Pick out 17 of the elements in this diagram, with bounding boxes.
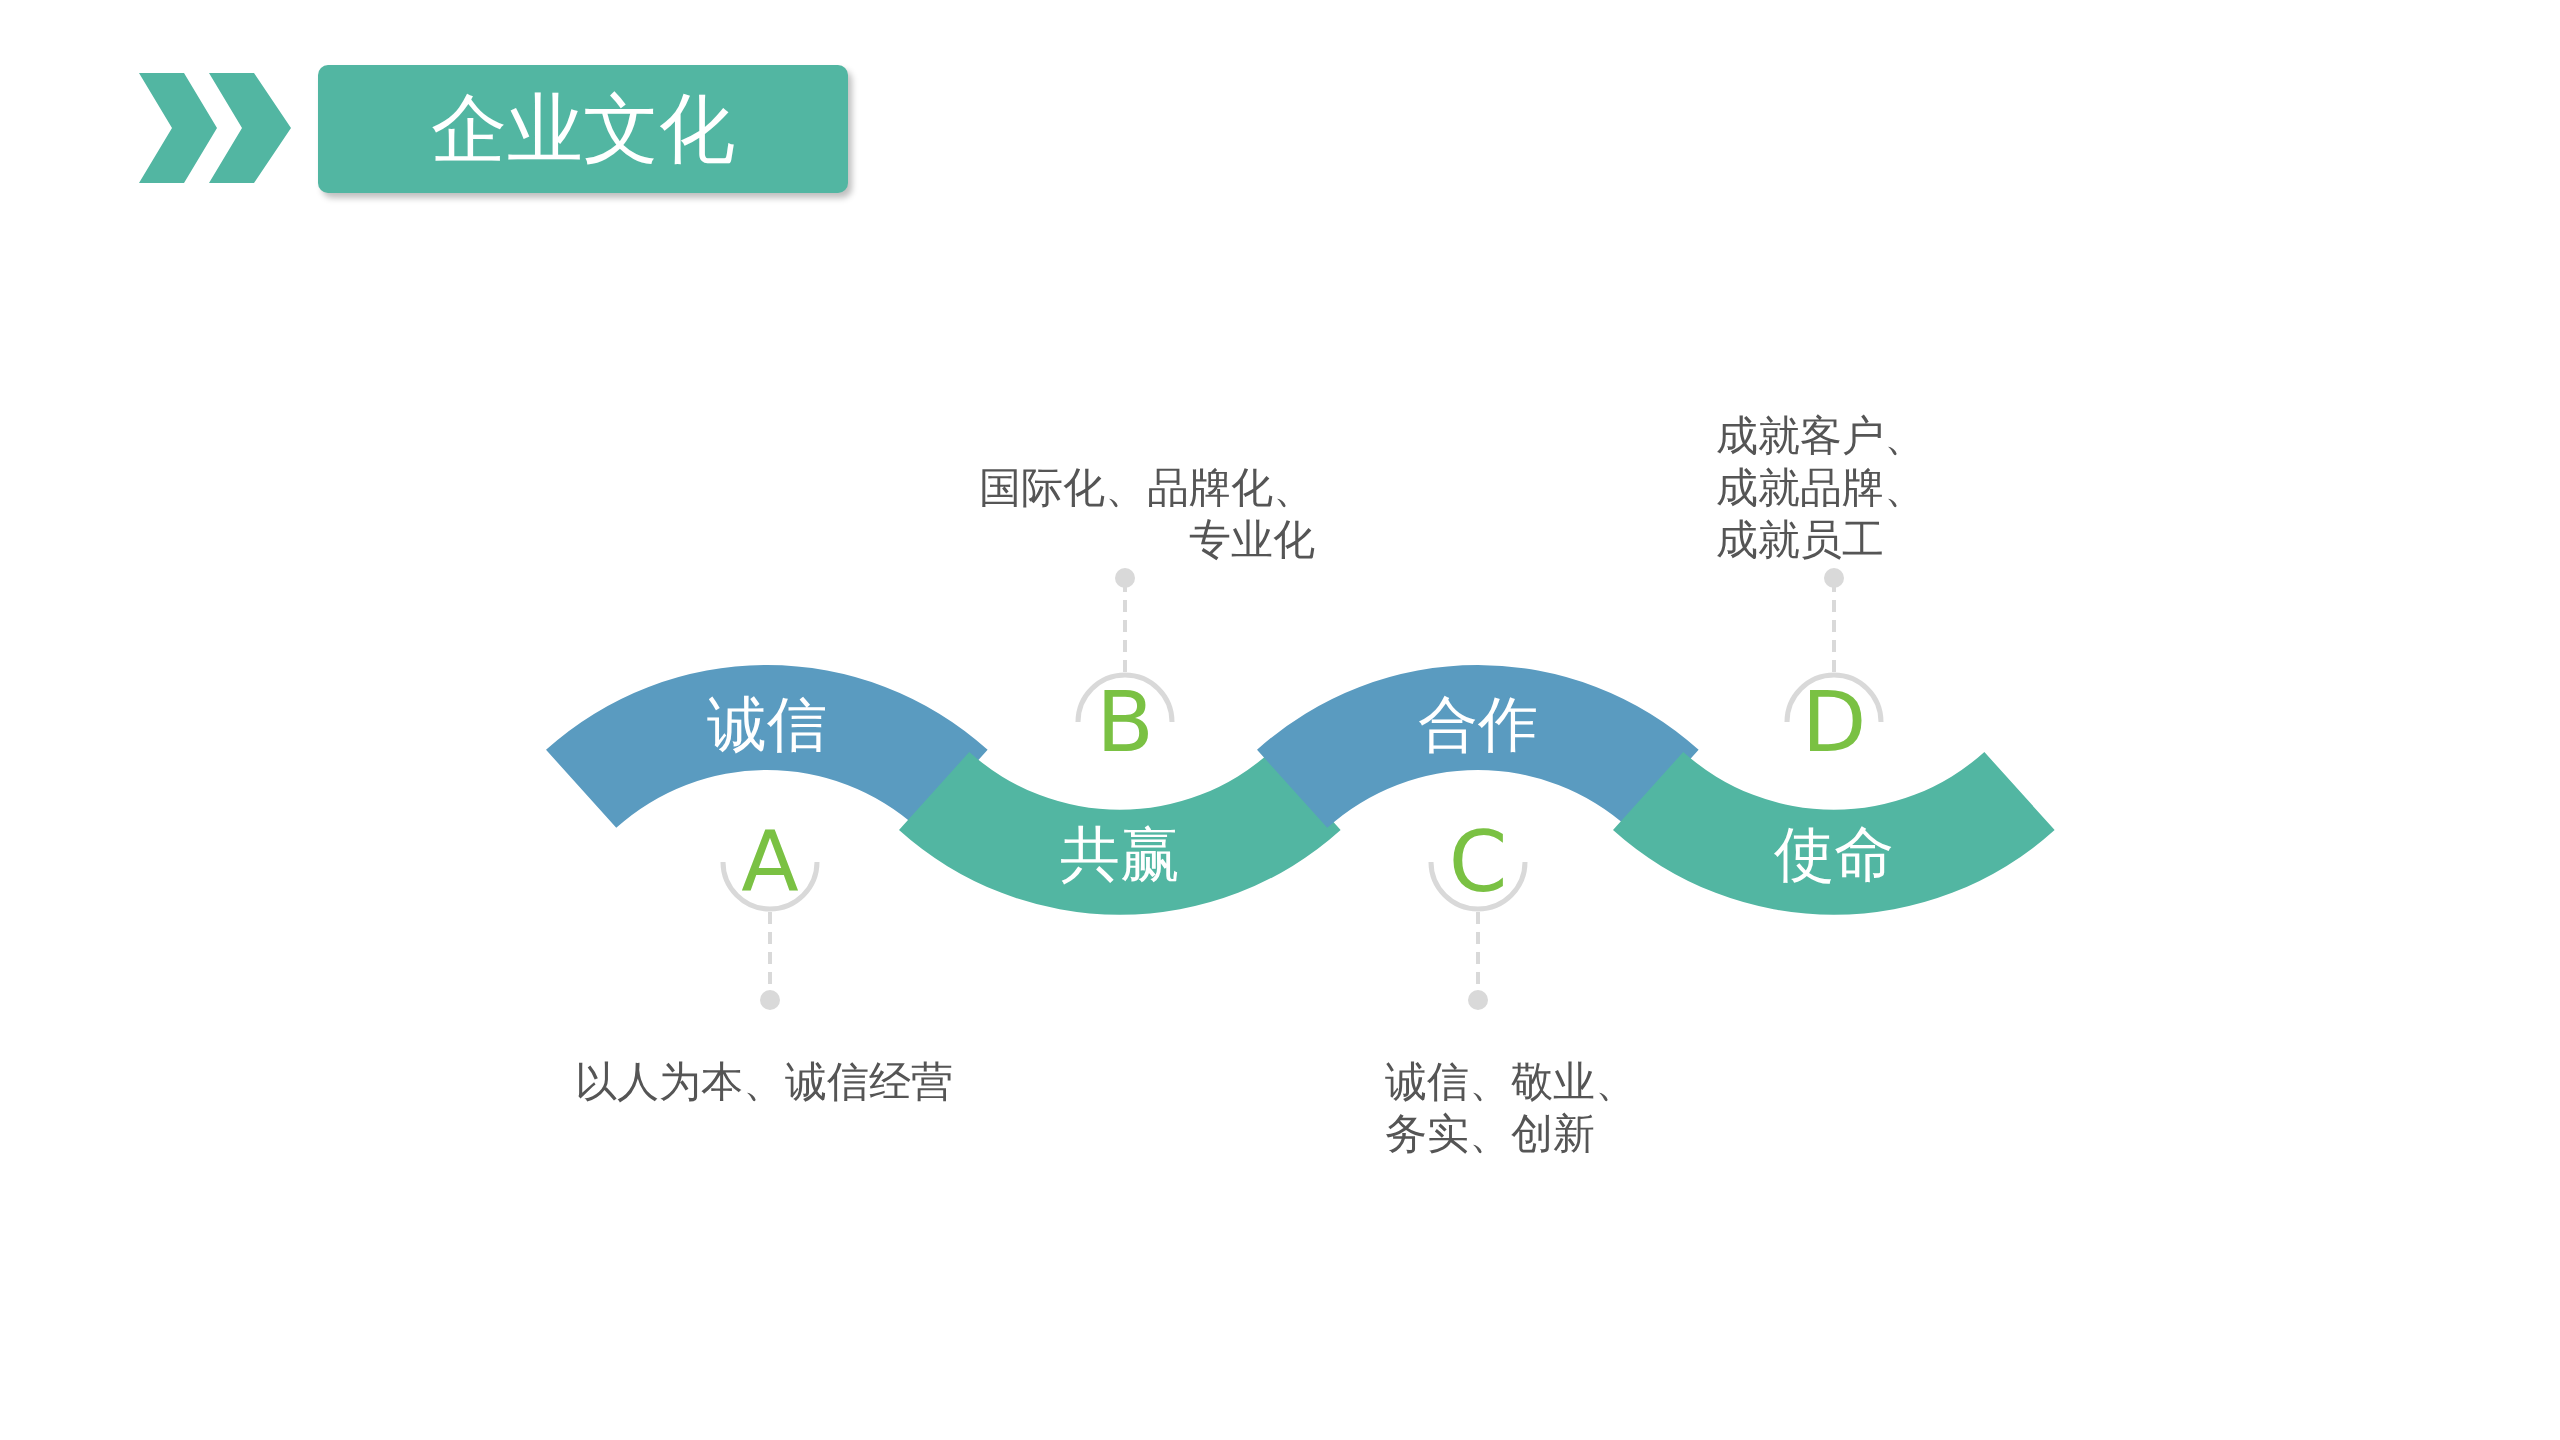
leader-line [1115, 568, 1135, 672]
letter-badge: B [1075, 672, 1175, 772]
segment-label: 使命 [1774, 818, 1894, 891]
leader-line [1824, 568, 1844, 672]
description-text: 成就客户、成就品牌、成就员工 [1716, 410, 1936, 578]
description-text: 国际化、品牌化、专业化 [955, 462, 1315, 578]
leader-line [1468, 912, 1488, 1010]
letter-badge: C [1428, 812, 1528, 912]
segment-label: 合作 [1418, 688, 1538, 761]
description-text: 诚信、敬业、务实、创新 [1385, 1000, 1650, 1160]
letter-badge: A [720, 812, 820, 912]
letter-badge: D [1784, 672, 1884, 772]
segment-label: 诚信 [707, 688, 827, 761]
segment-label: 共赢 [1060, 818, 1180, 891]
title-banner: 企业文化 [318, 65, 848, 193]
description-text: 以人为本、诚信经营 [575, 1000, 995, 1108]
leader-line [760, 912, 780, 1010]
